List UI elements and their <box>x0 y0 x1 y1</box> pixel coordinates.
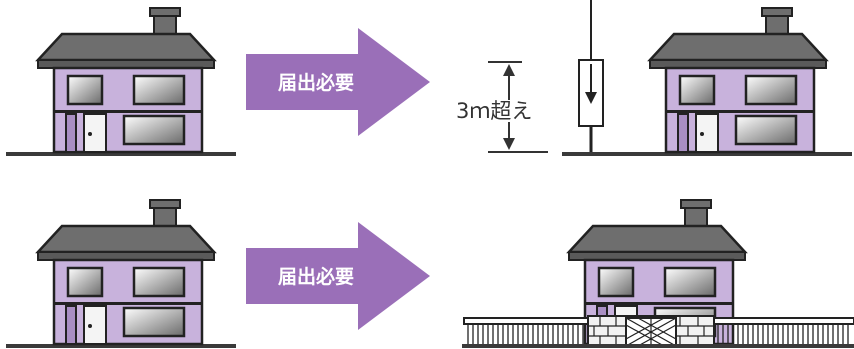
row-2: 届出必要 <box>6 198 854 348</box>
house-icon <box>36 6 216 154</box>
house-icon <box>648 6 828 154</box>
gate-icon <box>625 317 677 347</box>
arrow-label: 届出必要 <box>278 265 354 288</box>
pole-icon <box>578 0 604 152</box>
dimension-arrow-icon <box>488 61 548 153</box>
arrow-label: 届出必要 <box>278 71 354 94</box>
dimension-label: 3ｍ超え <box>456 99 532 123</box>
house-icon <box>36 198 216 346</box>
row-1: 届出必要 3ｍ超え <box>6 0 852 156</box>
